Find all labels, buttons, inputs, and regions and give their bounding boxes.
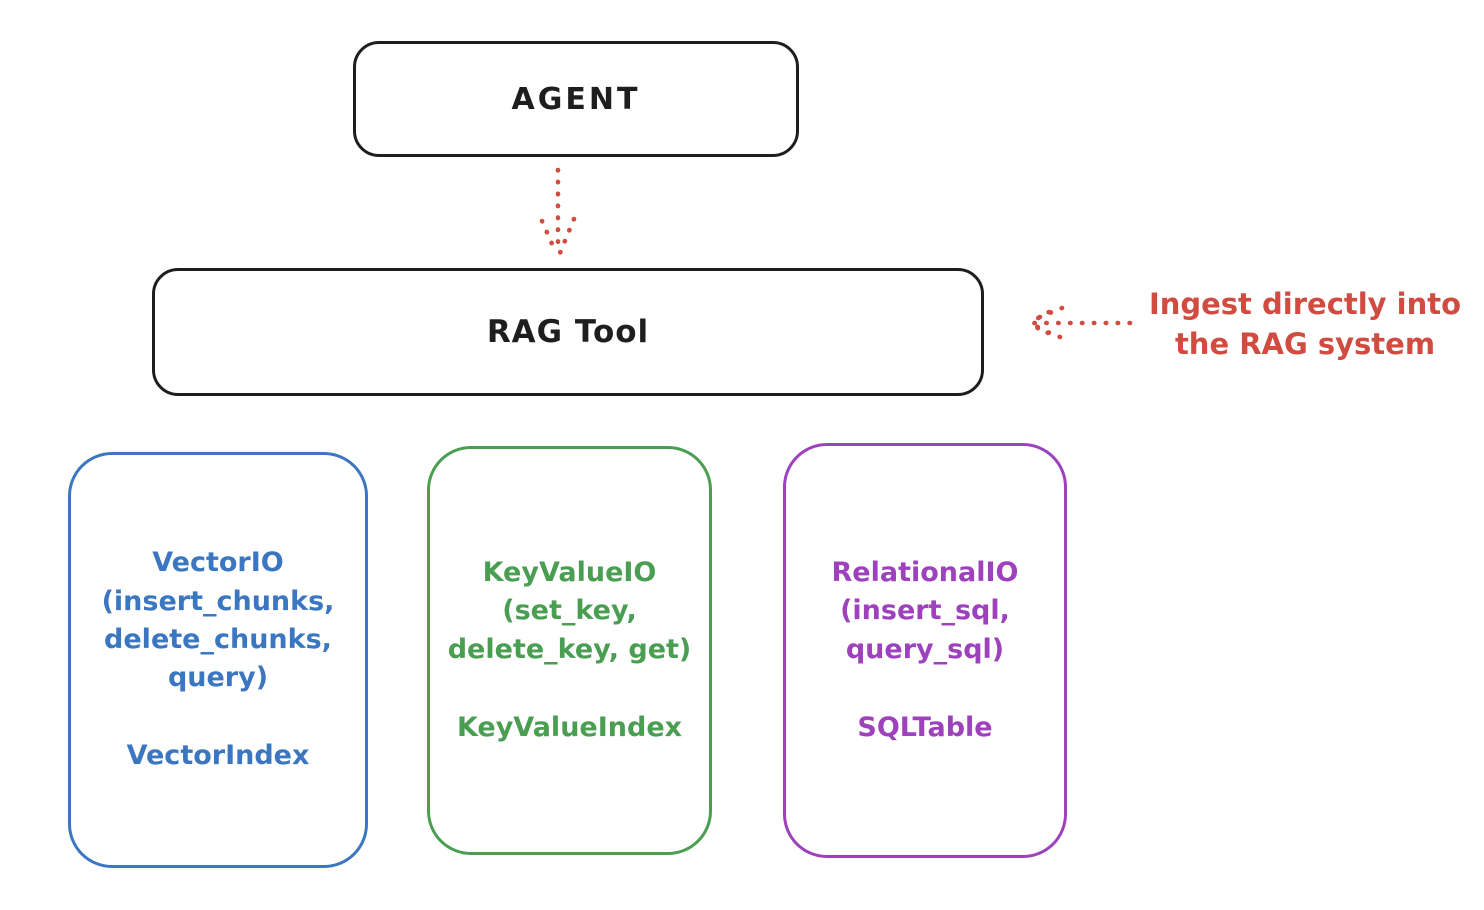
rag-tool-label: RAG Tool <box>486 314 650 350</box>
vector-index-label: VectorIndex <box>126 740 310 772</box>
vector-io-label: VectorIO (insert_chunks, delete_chunks, … <box>101 547 335 694</box>
backend-box-key-value-io: KeyValueIO (set_key, delete_key, get) Ke… <box>427 446 712 855</box>
agent-label: AGENT <box>511 81 641 117</box>
backend-box-vector-io: VectorIO (insert_chunks, delete_chunks, … <box>68 452 368 868</box>
relational-io-label: RelationalIO (insert_sql, query_sql) <box>831 556 1019 665</box>
ingest-annotation-arrow <box>1027 305 1133 340</box>
sql-table-label: SQLTable <box>857 711 993 743</box>
agent-box: AGENT <box>353 41 799 157</box>
agent-to-ragtool-arrow <box>539 167 577 256</box>
backend-box-relational-io: RelationalIO (insert_sql, query_sql) SQL… <box>783 443 1067 858</box>
key-value-index-label: KeyValueIndex <box>456 711 683 743</box>
key-value-io-label: KeyValueIO (set_key, delete_key, get) <box>447 556 692 665</box>
rag-tool-box: RAG Tool <box>152 268 984 396</box>
ingest-annotation-text: Ingest directly into the RAG system <box>1148 287 1462 362</box>
